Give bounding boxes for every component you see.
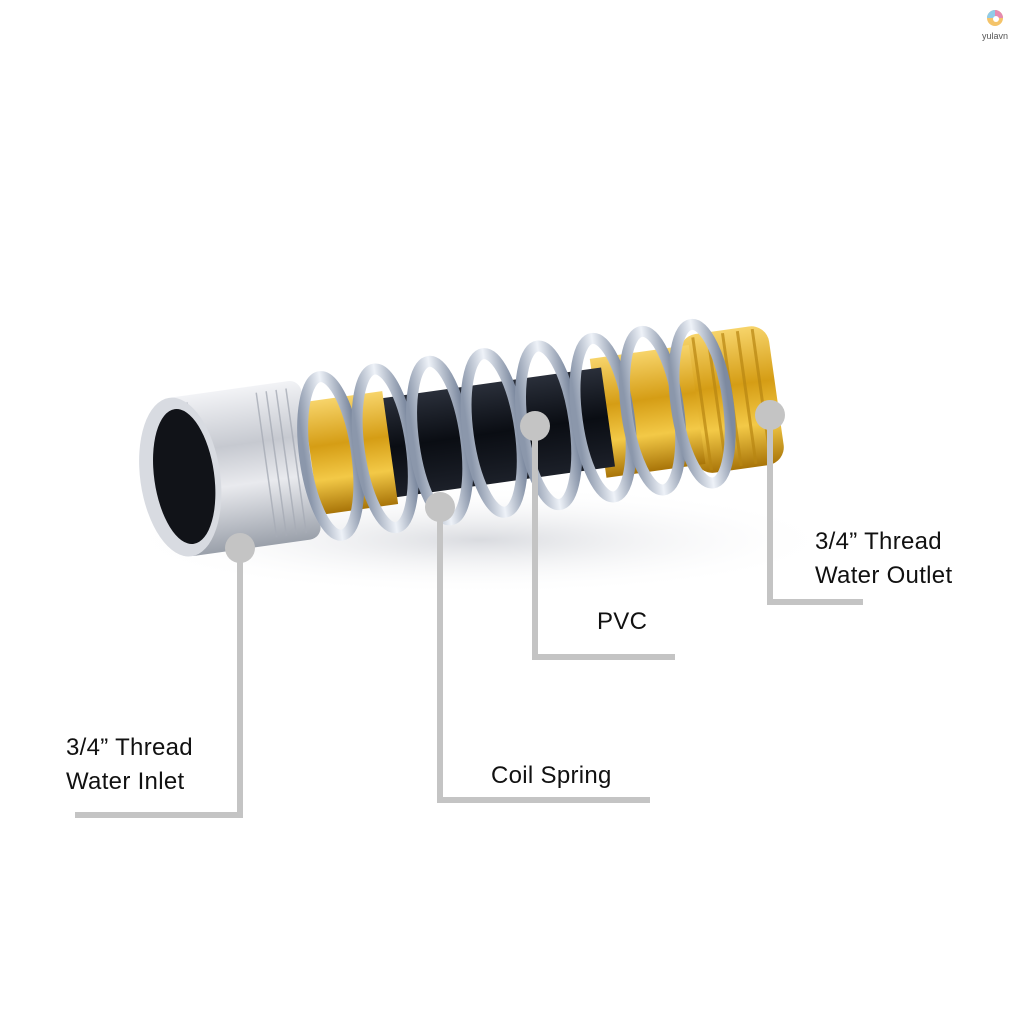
- label-water-inlet: 3/4” Thread Water Inlet: [66, 734, 193, 795]
- brand-watermark: yulavn: [972, 8, 1018, 48]
- chameleon-logo-icon: [987, 10, 1003, 26]
- label-water-outlet: 3/4” Thread Water Outlet: [815, 528, 953, 589]
- label-coil-spring: Coil Spring: [491, 762, 612, 789]
- label-pvc: PVC: [597, 608, 648, 635]
- callout-lines: [75, 400, 863, 818]
